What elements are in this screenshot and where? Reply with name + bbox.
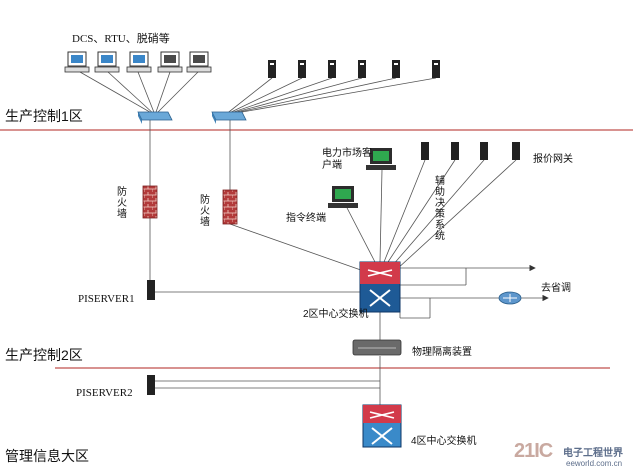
zone4-switch-label: 4区中心交换机 — [411, 436, 477, 447]
dcs-workstation — [157, 51, 183, 73]
quote-gateway-label: 报价网关 — [533, 154, 573, 165]
zone3-label: 管理信息大区 — [5, 448, 89, 464]
server-icon — [328, 60, 336, 78]
piserver1-label: PISERVER1 — [78, 293, 135, 305]
decision-server-icons — [421, 142, 520, 160]
server-icon — [268, 60, 276, 78]
market-client-icon — [366, 148, 396, 170]
dcs-links — [79, 71, 199, 116]
hub-icon — [137, 111, 173, 124]
top-server-slots — [270, 63, 438, 65]
top-server-icons — [268, 60, 440, 78]
server-icon — [392, 60, 400, 78]
firewall-icon — [222, 189, 238, 225]
firewall-icon — [142, 185, 158, 219]
market-client-label: 电力市场客户端 — [322, 148, 372, 171]
server-icon — [421, 142, 429, 160]
decision-system-label: 辅助决策系统 — [435, 176, 445, 242]
watermark-url: eeworld.com.cn — [566, 459, 623, 468]
hub-icon — [211, 111, 247, 124]
dcs-workstation — [94, 51, 120, 73]
server-icon — [480, 142, 488, 160]
zone2-switch-label: 2区中心交换机 — [303, 309, 369, 320]
zone2-switch-icon — [359, 261, 401, 313]
command-terminal-icon — [328, 186, 358, 208]
zone4-switch-icon — [362, 404, 402, 448]
dcs-workstation — [126, 51, 152, 73]
dcs-label: DCS、RTU、脱硝等 — [72, 33, 170, 45]
dcs-workstation — [64, 51, 90, 73]
router-icon — [498, 291, 522, 305]
top-device-links — [224, 77, 437, 116]
firewall-label: 防火墙 — [200, 195, 210, 228]
watermark-cn: 电子工程世界 — [563, 448, 623, 459]
piserver2-icon — [147, 375, 155, 395]
server-icon — [298, 60, 306, 78]
to-province-label: 去省调 — [541, 283, 571, 294]
dcs-workstation — [186, 51, 212, 73]
piserver2-label: PISERVER2 — [76, 387, 133, 399]
isolation-device-label: 物理隔离装置 — [412, 347, 472, 358]
zone1-label: 生产控制1区 — [5, 108, 83, 124]
watermark-brand: 21IC — [514, 440, 553, 462]
server-icon — [432, 60, 440, 78]
trunk-links — [149, 120, 549, 405]
server-icon — [451, 142, 459, 160]
server-icon — [512, 142, 520, 160]
zone2-label: 生产控制2区 — [5, 347, 83, 363]
firewall-label: 防火墙 — [117, 187, 127, 220]
command-terminal-label: 指令终端 — [286, 213, 326, 224]
piserver1-icon — [147, 280, 155, 300]
server-icon — [358, 60, 366, 78]
